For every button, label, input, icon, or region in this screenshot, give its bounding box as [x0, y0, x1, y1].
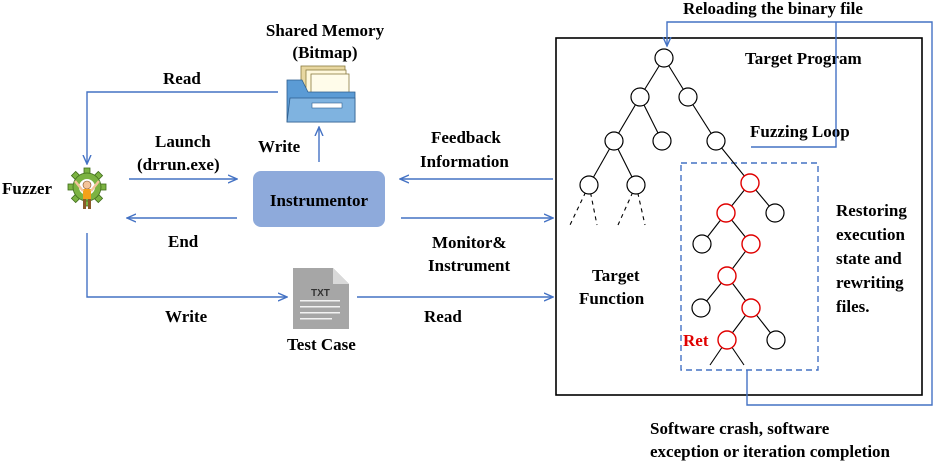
tree-node: [766, 330, 786, 350]
tree-node: [626, 175, 646, 195]
tree-node-highlighted: [717, 266, 737, 286]
tree-node: [604, 131, 624, 151]
tree-node-highlighted: [741, 234, 761, 254]
reloading-loop-arrow: [667, 21, 933, 406]
tree-node: [691, 298, 711, 318]
shared-memory-sub-label: (Bitmap): [292, 43, 357, 62]
reloading-label: Reloading the binary file: [683, 0, 863, 18]
ret-label: Ret: [683, 331, 709, 350]
crash-label: Software crash, software: [650, 419, 830, 438]
target-function-label: Target: [592, 266, 640, 285]
tree-node-highlighted: [717, 330, 737, 350]
execution-tree-edges: [569, 57, 777, 366]
fuzzer-gear-icon: [67, 167, 107, 209]
read-top-label: Read: [163, 69, 201, 88]
fuzzer-label: Fuzzer: [2, 179, 52, 198]
restoring-label-5: files.: [836, 297, 870, 316]
crash-sub-label: exception or iteration completion: [650, 442, 891, 461]
feedback-label: Feedback: [431, 128, 501, 147]
restoring-label-2: execution: [836, 225, 905, 244]
tree-node: [706, 131, 726, 151]
tree-node: [652, 131, 672, 151]
restoring-label-4: rewriting: [836, 273, 904, 292]
target-program-label: Target Program: [745, 49, 862, 68]
target-function-sub-label: Function: [579, 289, 645, 308]
fuzzing-loop-region: [680, 162, 819, 371]
document-icon: TXT: [293, 268, 349, 329]
tree-node-highlighted: [741, 298, 761, 318]
tree-node: [654, 48, 674, 68]
instrumentor-box[interactable]: [253, 171, 385, 227]
feedback-sub-label: Information: [420, 152, 509, 171]
shared-memory-label: Shared Memory: [266, 21, 385, 40]
write-bottom-label: Write: [165, 307, 208, 326]
read-arrow: [87, 91, 278, 163]
fuzzing-loop-arrow: [751, 22, 837, 148]
tree-node: [579, 175, 599, 195]
launch-sub-label: (drrun.exe): [137, 155, 220, 174]
instrumentor-label: Instrumentor: [270, 191, 369, 210]
tree-node: [692, 234, 712, 254]
target-program-box: [555, 37, 923, 396]
restoring-label-1: Restoring: [836, 201, 907, 220]
write-test-case-arrow: [86, 233, 286, 297]
monitor-label: Monitor&: [432, 233, 507, 252]
tree-node: [630, 87, 650, 107]
write-top-label: Write: [258, 137, 301, 156]
end-label: End: [168, 232, 199, 251]
restoring-label-3: state and: [836, 249, 902, 268]
tree-node-highlighted: [740, 173, 760, 193]
txt-label: TXT: [311, 288, 330, 299]
tree-node: [678, 87, 698, 107]
tree-node: [765, 203, 785, 223]
test-case-label: Test Case: [287, 335, 356, 354]
tree-node-highlighted: [716, 203, 736, 223]
launch-label: Launch: [155, 132, 211, 151]
fuzzing-loop-label: Fuzzing Loop: [750, 122, 850, 141]
execution-tree-nodes: [579, 48, 786, 350]
folder-icon: [286, 65, 356, 123]
read-bottom-label: Read: [424, 307, 462, 326]
monitor-sub-label: Instrument: [428, 256, 511, 275]
